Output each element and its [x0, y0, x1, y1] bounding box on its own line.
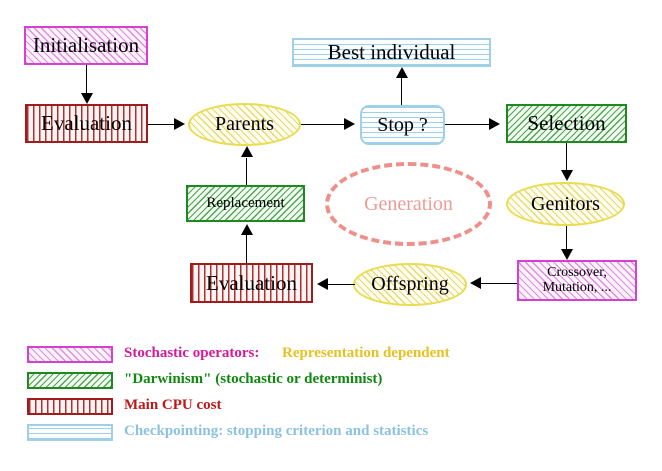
arrowhead-offspring-evaluation	[317, 278, 328, 290]
edge-genitors-crossover	[566, 226, 567, 250]
edge-offspring-evaluation	[328, 284, 355, 285]
node-evaluation-bottom[interactable]: Evaluation	[190, 263, 313, 303]
node-genitors[interactable]: Genitors	[506, 182, 625, 226]
node-parents[interactable]: Parents	[188, 103, 301, 146]
node-best-individual[interactable]: Best individual	[292, 38, 491, 67]
arrowhead-replacement-parents	[241, 146, 253, 157]
arrowhead-selection-genitors	[561, 170, 573, 181]
arrowhead-stop-best-individual	[396, 67, 408, 78]
edge-evaluation-replacement	[246, 235, 247, 263]
legend-swatch-main-cpu-cost	[27, 398, 113, 415]
edge-stop-selection	[445, 124, 490, 125]
legend-label-checkpointing: Checkpointing: stopping criterion and st…	[124, 423, 429, 439]
legend-label-darwinism: "Darwinism" (stochastic or determinist)	[124, 371, 383, 387]
node-crossover-mutation[interactable]: Crossover, Mutation, ...	[517, 260, 637, 301]
edge-stop-best-individual	[401, 77, 402, 105]
arrowhead-genitors-crossover	[561, 249, 573, 260]
legend-swatch-checkpointing	[27, 424, 113, 441]
legend-label-representation-dependent: Representation dependent	[282, 345, 450, 361]
legend-swatch-stochastic-operators	[27, 346, 113, 363]
legend-label-main-cpu-cost: Main CPU cost	[124, 397, 222, 413]
edge-crossover-offspring	[481, 283, 517, 284]
node-evaluation-top[interactable]: Evaluation	[25, 104, 148, 143]
arrowhead-evaluation-replacement	[241, 224, 253, 235]
edge-initialisation-evaluation	[86, 65, 87, 95]
node-generation: Generation	[325, 162, 492, 246]
edge-evaluation-parents	[148, 124, 176, 125]
node-selection[interactable]: Selection	[506, 104, 627, 143]
node-replacement[interactable]: Replacement	[186, 185, 305, 222]
legend-swatch-darwinism	[27, 372, 113, 389]
arrowhead-parents-stop	[344, 118, 355, 130]
legend-label-stochastic-operators: Stochastic operators:	[124, 345, 260, 361]
node-offspring[interactable]: Offspring	[353, 263, 467, 306]
arrowhead-evaluation-parents	[174, 118, 185, 130]
arrowhead-initialisation-evaluation	[81, 93, 93, 104]
edge-parents-stop	[301, 124, 345, 125]
edge-replacement-parents	[246, 158, 247, 185]
node-stop[interactable]: Stop ?	[360, 105, 445, 145]
edge-selection-genitors	[566, 143, 567, 171]
arrowhead-stop-selection	[489, 118, 500, 130]
node-initialisation[interactable]: Initialisation	[24, 26, 148, 65]
arrowhead-crossover-offspring	[470, 277, 481, 289]
